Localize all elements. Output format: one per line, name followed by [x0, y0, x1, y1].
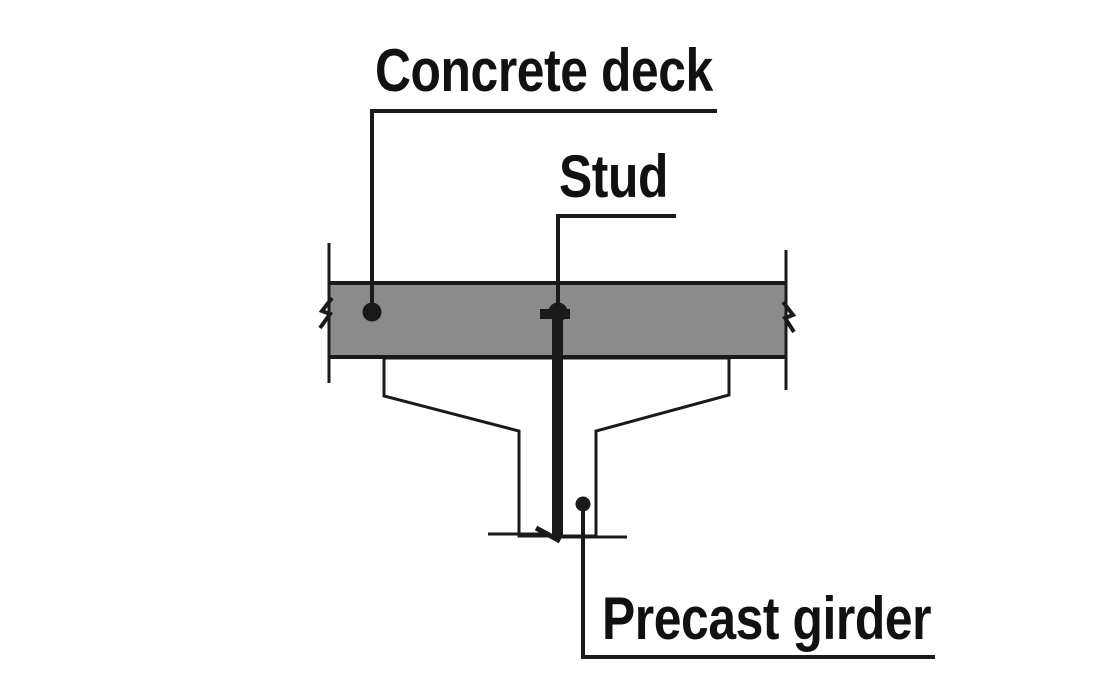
concrete-deck-label: Concrete deck [375, 37, 713, 104]
deck-left-break-mark-icon [318, 296, 334, 330]
concrete-deck-leader-dot [362, 302, 382, 322]
girder-bottom-break-mark-icon [534, 525, 562, 544]
stud-leader-line [556, 214, 676, 312]
stud-leader-dot [548, 302, 568, 322]
precast-girder-leader-dot [575, 496, 591, 512]
precast-girder-label: Precast girder [602, 585, 932, 652]
deck-right-break-mark-icon [781, 300, 797, 334]
stud-label: Stud [559, 143, 668, 210]
concrete-deck-leader-line [370, 109, 717, 312]
stud-shank [552, 314, 563, 536]
precast-girder-leader-line [581, 504, 935, 659]
